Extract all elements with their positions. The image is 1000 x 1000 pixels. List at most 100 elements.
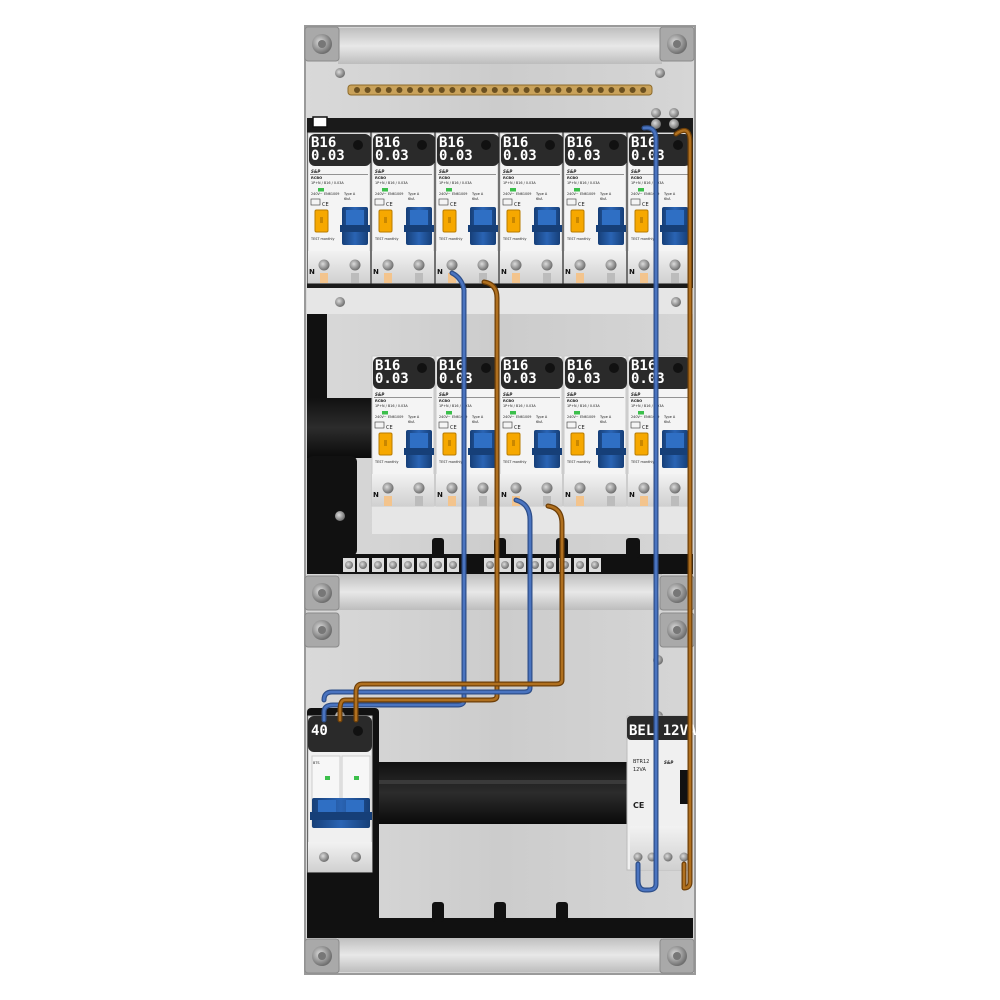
rcbo-standard: EN61009 xyxy=(580,415,595,419)
rcbo-test-label: TEST monthly xyxy=(630,237,654,241)
rcbo-brand-logo: S&P xyxy=(375,392,384,397)
rcbo-terminal-screw-icon xyxy=(446,482,458,494)
rcbo-neutral-wire-stub xyxy=(384,496,392,506)
rcbo-voltage: 240V~ xyxy=(439,192,451,196)
rcbo-rating: B16 xyxy=(439,135,464,151)
rcbo-indicator-icon xyxy=(574,188,580,192)
rcbo-sensitivity: 0.03 xyxy=(439,148,473,164)
rcbo-class: 6kA xyxy=(472,420,479,424)
rcbo-ce-mark: CE xyxy=(578,202,585,208)
backplate-screw-icon xyxy=(335,511,345,521)
rcbo-type: Type A xyxy=(471,415,484,419)
busbar-hole xyxy=(629,87,636,93)
rcbo-brand-logo: S&P xyxy=(503,169,512,174)
rcbo-rating: B16 xyxy=(631,135,656,151)
rcbo-sensitivity: 0.03 xyxy=(503,371,537,387)
rcbo-voltage: 240V~ xyxy=(567,192,579,196)
rcbo-neutral-wire-stub xyxy=(576,496,584,506)
rcbo-sensitivity: 0.03 xyxy=(631,371,665,387)
rcbo-live-wire-stub xyxy=(543,496,551,506)
busbar-hole xyxy=(375,87,382,93)
busbar-hole xyxy=(428,87,435,93)
rcbo-neutral-wire-stub xyxy=(640,496,648,506)
rcbo-live-wire-stub xyxy=(479,496,487,506)
main-switch[interactable]: 40 BTS xyxy=(307,715,373,873)
rcbo-neutral-label: N xyxy=(437,268,443,276)
busbar-hole xyxy=(407,87,413,93)
busbar-hole xyxy=(566,87,572,93)
rcbo-spec: 1P+N / B16 / 0.03A xyxy=(503,404,536,408)
neutral-terminal-screw-icon xyxy=(359,561,367,569)
rcbo-indicator-icon xyxy=(510,188,516,192)
rcbo-class: 6kA xyxy=(600,420,607,424)
rcbo-model: RCBO xyxy=(375,176,386,180)
rcbo-indicator-icon xyxy=(638,188,644,192)
rcbo-test-label: TEST monthly xyxy=(630,460,654,464)
rcbo-brand-logo: S&P xyxy=(631,169,640,174)
bell-display-window xyxy=(680,770,690,804)
rcbo-model: RCBO xyxy=(567,176,578,180)
main-switch-indicator-icon-2 xyxy=(354,776,359,780)
busbar-hole xyxy=(460,87,466,93)
rcbo-rating: B16 xyxy=(311,135,336,151)
rcbo-type: Type A xyxy=(343,192,356,196)
rcbo-standard: EN61009 xyxy=(388,415,403,419)
rcbo-sensitivity: 0.03 xyxy=(567,148,601,164)
rcbo-terminal-screw-icon xyxy=(541,259,553,271)
backplate-screw-icon xyxy=(335,297,345,307)
rcbo-live-wire-stub xyxy=(607,273,615,283)
neutral-terminal-screw-icon xyxy=(516,561,524,569)
neutral-terminal-screw-icon xyxy=(501,561,509,569)
rcbo-test-label: TEST monthly xyxy=(502,460,526,464)
rcbo-model: RCBO xyxy=(503,176,514,180)
rcbo-neutral-label: N xyxy=(501,491,507,499)
wiring xyxy=(321,125,693,893)
rcbo-spec: 1P+N / B16 / 0.03A xyxy=(567,181,600,185)
rcbo-cap-screw-icon xyxy=(673,140,683,150)
mounting-brackets xyxy=(304,26,695,974)
neutral-terminal-screw-icon xyxy=(389,561,397,569)
backplate-screw-icon xyxy=(669,119,679,129)
bell-ce-mark: CE xyxy=(633,801,644,810)
rcbo-terminal-screw-icon xyxy=(541,482,553,494)
rcbo-ce-mark: CE xyxy=(450,202,457,208)
rcbo-cap-screw-icon xyxy=(481,363,491,373)
lower-rail-tabs xyxy=(432,902,568,922)
rcbo-class: 6kA xyxy=(664,420,671,424)
rcbo-terminal-screw-icon xyxy=(638,259,650,271)
din-rail-middle-back xyxy=(307,398,377,458)
rcbo-terminal-screw-icon xyxy=(477,259,489,271)
busbar-hole xyxy=(513,87,519,93)
earth-busbar xyxy=(347,84,653,96)
busbar-hole xyxy=(354,87,360,93)
busbar-hole xyxy=(555,87,562,93)
top-row-cover xyxy=(307,288,693,314)
neutral-terminal-screw-icon xyxy=(345,561,353,569)
rcbo-cap-screw-icon xyxy=(481,140,491,150)
rcbo-cap-screw-icon xyxy=(545,363,555,373)
backplate-screw-icon xyxy=(669,108,679,118)
rcbo-rating: B16 xyxy=(503,135,528,151)
rcbo-brand-logo: S&P xyxy=(439,392,448,397)
rcbo-standard: EN61009 xyxy=(644,415,659,419)
rcbo-voltage: 240V~ xyxy=(503,415,515,419)
rcbo-model: RCBO xyxy=(631,176,642,180)
rcbo-voltage: 240V~ xyxy=(503,192,515,196)
rcbo-spec: 1P+N / B16 / 0.03A xyxy=(375,181,408,185)
rcbo-terminal-screw-icon xyxy=(605,259,617,271)
neutral-terminal-screw-icon xyxy=(374,561,382,569)
main-switch-terminal-screw-icon-2 xyxy=(351,852,361,862)
rcbo-spec: 1P+N / B16 / 0.03A xyxy=(311,181,344,185)
